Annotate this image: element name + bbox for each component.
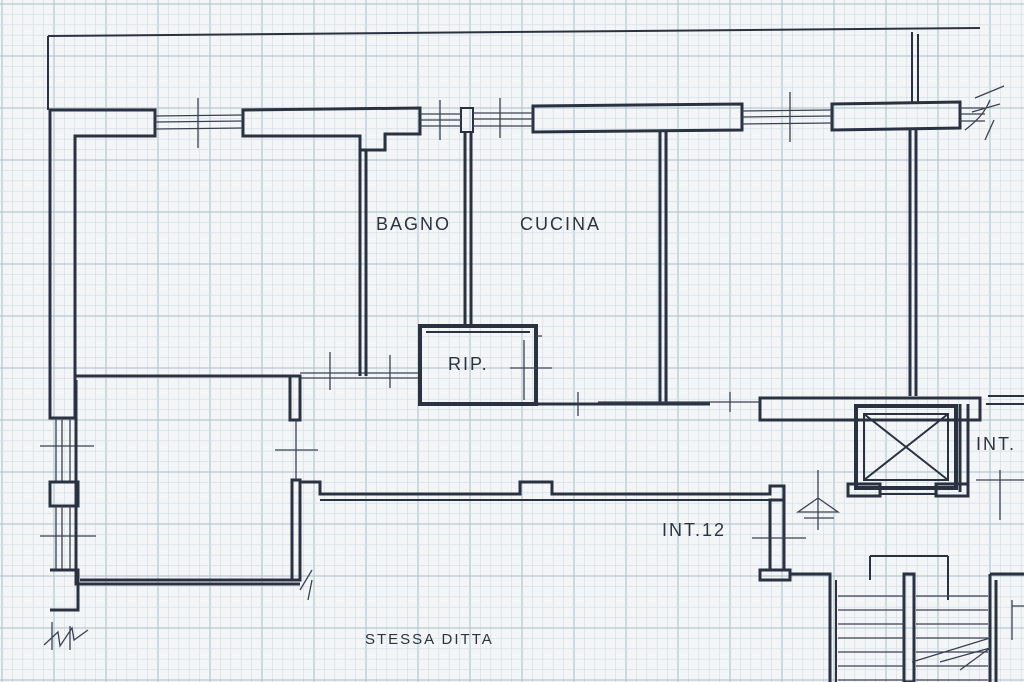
label-bagno: BAGNO bbox=[376, 214, 451, 234]
label-rip: RIP. bbox=[448, 354, 489, 374]
outer-boundary bbox=[47, 27, 981, 110]
label-cucina: CUCINA bbox=[520, 214, 601, 234]
interior-walls bbox=[74, 128, 1024, 682]
label-int-12: INT.12 bbox=[662, 520, 726, 540]
staircase-treads bbox=[838, 595, 988, 681]
top-exterior-wall bbox=[48, 100, 962, 420]
left-exterior-wall bbox=[40, 418, 96, 650]
label-int-partial: INT. bbox=[976, 434, 1016, 454]
label-stessa-ditta: STESSA DITTA bbox=[365, 631, 494, 648]
window-openings bbox=[154, 85, 1005, 148]
